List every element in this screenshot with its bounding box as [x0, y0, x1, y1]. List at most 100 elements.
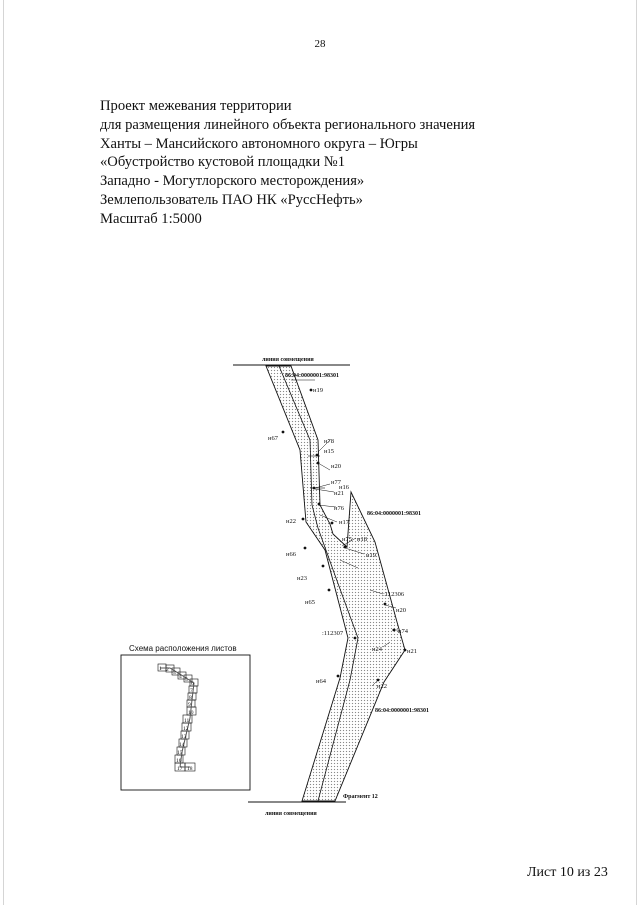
leader-line: [371, 679, 379, 687]
leader-line: [319, 514, 338, 523]
schema-sheet-number: 3: [173, 670, 176, 676]
point-label: н17: [339, 519, 350, 526]
match-line-bottom-label: линия совмещения: [265, 811, 318, 817]
schema-sheet: [171, 667, 181, 676]
point-label: н22: [286, 518, 296, 525]
vertex-point: [392, 628, 396, 632]
point-label: н21: [334, 490, 344, 497]
title-block: Проект межевания территории для размещен…: [100, 97, 620, 229]
schema-sheet-number: 9: [188, 702, 191, 708]
schema-sheet-number: 4: [179, 674, 182, 680]
schema-sheet-number: 17: [177, 766, 183, 772]
land-parcel-shape: [265, 365, 406, 802]
vertex-point: [327, 588, 331, 592]
parcel-label: :112307: [322, 630, 344, 637]
parcel-label: :112306: [383, 591, 405, 598]
title-line: Западно - Могутлорского месторождения»: [100, 173, 365, 190]
fragment-label: Фрагмент 12: [343, 794, 378, 800]
leader-line: [314, 483, 331, 489]
schema-sheet-number: 13: [181, 734, 187, 740]
point-label: н19: [366, 552, 376, 559]
point-label: н78: [324, 438, 334, 445]
point-label: н77: [331, 479, 342, 486]
page-number: 28: [314, 38, 326, 50]
title-line: Ханты – Мансийского автономного округа –…: [100, 135, 418, 152]
leader-line: [317, 504, 337, 508]
schema-sheet-number: 10: [188, 710, 194, 716]
title-line: Проект межевания территории: [100, 98, 292, 114]
leader-line: [384, 604, 397, 609]
point-label: н67: [268, 435, 279, 442]
point-label: н18: [357, 536, 367, 543]
vertex-point: [353, 636, 357, 640]
vertex-point: [330, 521, 334, 525]
schema-sheet-number: 11: [184, 718, 190, 724]
schema-sheet-number: 12: [183, 726, 189, 732]
schema-route-line: [160, 667, 195, 768]
schema-sheet-number: 5: [185, 677, 188, 683]
vertex-point: [321, 564, 325, 568]
schema-sheet-number: 6: [191, 681, 194, 687]
match-line-top-label: линия совмещения: [262, 357, 315, 363]
point-label: н21: [407, 648, 417, 655]
schema-sheet-number: 14: [179, 742, 185, 748]
leader-line: [317, 439, 331, 453]
point-label: н66: [286, 551, 297, 558]
point-label: н20: [396, 607, 406, 614]
scale-line: Масштаб 1:5000: [100, 210, 202, 227]
vertex-point: [376, 678, 380, 682]
cadastral-number: 86:04:0000001:98301: [285, 373, 339, 379]
point-label: н22: [377, 683, 387, 690]
point-label: н75: [342, 536, 352, 543]
vertex-point: [312, 486, 316, 490]
vertex-point: [343, 545, 347, 549]
point-label: н64: [316, 678, 327, 685]
point-label: н19: [313, 387, 323, 394]
leader-line: [339, 559, 359, 569]
leader-line: [317, 462, 331, 471]
point-label: н74: [398, 628, 409, 635]
vertex-point: [303, 546, 307, 550]
page-edge-left: [3, 0, 4, 905]
vertex-point: [403, 648, 407, 652]
point-label: н15: [324, 448, 334, 455]
vertex-point: [301, 517, 305, 521]
point-label: н16: [339, 484, 350, 491]
point-label: н65: [305, 599, 315, 606]
schema-sheet-number: 1: [159, 666, 162, 672]
schema-sheet-number: 8: [189, 695, 192, 701]
cadastral-number: 86:04:0000001:98301: [367, 511, 421, 517]
sheet-label: Лист 10 из 23: [527, 865, 608, 880]
page-edge-right: [636, 0, 637, 905]
leader-line: [369, 589, 384, 595]
title-line: для размещения линейного объекта региона…: [100, 116, 476, 133]
schema-sheet-number: 2: [166, 667, 169, 673]
leader-line: [341, 537, 357, 547]
vertex-points: [281, 388, 407, 682]
vertex-point: [383, 602, 387, 606]
title-line: Землепользователь ПАО НК «РуссНефть»: [100, 191, 363, 208]
point-label: н20: [331, 463, 341, 470]
schema-sheet: [177, 671, 187, 680]
point-label: н23: [297, 575, 307, 582]
vertex-point: [316, 461, 320, 465]
leader-line: [344, 547, 365, 555]
leader-line: [314, 488, 335, 493]
leader-line: [382, 641, 391, 648]
vertex-point: [281, 430, 285, 434]
vertex-point: [309, 388, 313, 392]
point-label: н76: [334, 505, 345, 512]
corridor-centre-line: [278, 365, 359, 802]
vertex-point: [315, 453, 319, 457]
schema-sheet: [183, 674, 193, 683]
schema-sheet-number: 18: [187, 766, 193, 772]
schema-sheet-number: 7: [190, 688, 193, 694]
sheet-layout-schema: Схема расположения листов 1 2 3 4 5: [120, 644, 251, 791]
schema-sheet-number: 16: [176, 758, 182, 764]
cadastral-number: 86:04:0000001:98301: [375, 708, 429, 714]
title-line: «Обустройство кустовой площадки №1: [100, 154, 346, 171]
vertex-point: [336, 674, 340, 678]
vertex-point: [317, 502, 321, 506]
schema-title: Схема расположения листов: [129, 644, 237, 653]
